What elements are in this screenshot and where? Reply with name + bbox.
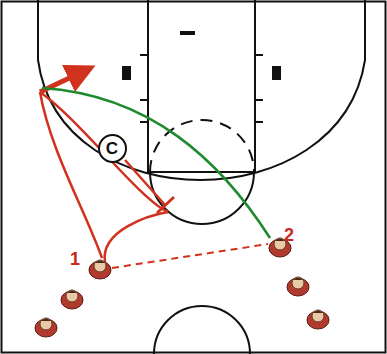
dashed-pass	[112, 244, 268, 268]
lane-ticks	[140, 55, 263, 122]
player-number: 1	[70, 250, 80, 268]
pass-line	[42, 88, 270, 238]
lane-block	[122, 66, 131, 80]
cut-path	[105, 212, 168, 262]
node-text: C	[106, 140, 118, 157]
cut-path	[40, 92, 168, 212]
coach-circle: C	[98, 134, 127, 163]
player-number: 2	[284, 226, 294, 244]
lane-block	[272, 66, 281, 80]
screen-bar	[157, 197, 174, 213]
cut-path	[40, 92, 102, 258]
screen-line	[125, 160, 165, 205]
three-point-line	[38, 0, 365, 180]
center-circle	[154, 306, 250, 354]
lane	[148, 0, 255, 172]
backboard	[180, 31, 195, 35]
